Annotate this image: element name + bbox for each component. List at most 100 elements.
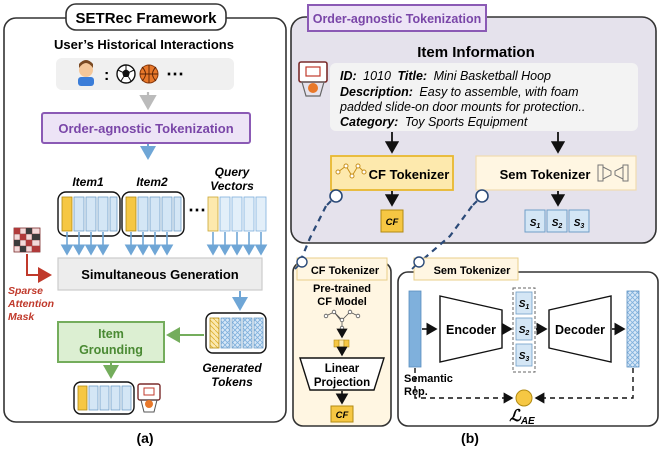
generated-label-2: Tokens: [211, 375, 253, 389]
history-label: User’s Historical Interactions: [54, 37, 234, 52]
item2-token-s1: [137, 196, 149, 232]
tokenization-header: Order-agnostic Tokenization: [313, 12, 482, 26]
item2-label: Item2: [136, 175, 168, 189]
zoom-line-sem: [419, 205, 473, 263]
sem-detail-tab-label: Sem Tokenizer: [434, 265, 512, 277]
gen-token-s4: [253, 317, 264, 349]
history-colon: :: [104, 67, 109, 84]
cf-token-label: CF: [386, 217, 399, 228]
encoder-shape: [439, 295, 503, 363]
item2-group: [121, 191, 185, 237]
cf-token-chip: [380, 209, 404, 233]
query-token-s1: [219, 196, 231, 232]
loss-line-right: [534, 368, 634, 404]
sem-tokenizer-box: [475, 155, 637, 191]
magnifier-icon-cf-tab: [294, 256, 308, 270]
item1-group: [57, 191, 121, 237]
item1-token-cf: [61, 196, 73, 232]
basketball-icon: [139, 64, 159, 84]
query-token-s4: [255, 196, 267, 232]
mask-arrow: [26, 254, 52, 283]
history-ellipsis: ⋯: [166, 64, 184, 84]
basketball-hoop-icon: [137, 383, 161, 413]
loss-label: ℒAE: [509, 408, 535, 427]
zoom-line-cf: [298, 205, 327, 263]
embedding-bar-icon: [333, 339, 350, 348]
autoencoder-icon: [597, 164, 629, 182]
sparse-label-3: Mask: [8, 311, 35, 323]
decoder-shape: [548, 295, 612, 363]
sem-detail-chip-1: [515, 291, 533, 315]
semantic-rep-label-1: Semantic: [404, 373, 453, 385]
gen-token-s1: [220, 317, 231, 349]
cf-detail-token-chip: [330, 405, 354, 423]
caption-a: (a): [136, 430, 153, 446]
order-agnostic-box: [41, 112, 251, 144]
cf-detail-token-label: CF: [336, 410, 349, 421]
out-token-cf: [77, 385, 88, 411]
token-arrows-down: [60, 232, 268, 256]
sem-detail-chip-2: [515, 317, 533, 341]
cf-tokenizer-label: CF Tokenizer: [369, 167, 450, 182]
sem-token-chip-3: [568, 209, 590, 233]
linear-projection-label-1: Linear: [325, 363, 360, 375]
sparse-label-1: Sparse: [8, 285, 43, 297]
generated-label-1: Generated: [202, 361, 262, 375]
magnifier-icon-cf: [326, 189, 343, 206]
item-line-4: Category: Toy Sports Equipment: [340, 115, 528, 129]
cf-model-graph-icon: [323, 309, 361, 331]
basketball-hoop-large-icon: [298, 61, 328, 97]
user-avatar-icon: [78, 60, 94, 86]
decoder-label: Decoder: [555, 323, 605, 337]
sim-gen-label: Simultaneous Generation: [81, 267, 239, 282]
query-token-s2: [231, 196, 243, 232]
sem-detail-tab: [413, 257, 519, 281]
item-grounding-box: [57, 321, 165, 363]
sem-token-1: S1: [530, 218, 541, 230]
out-token-s4: [121, 385, 132, 411]
sem-token-chip-1: [524, 209, 546, 233]
sem-detail-chip-3: [515, 343, 533, 367]
query-token-s3: [243, 196, 255, 232]
cf-detail-tab: [296, 257, 388, 281]
semantic-rep-input: [408, 290, 422, 368]
magnifier-icon-sem: [472, 189, 489, 206]
cf-model-label-1: Pre-trained: [313, 283, 371, 295]
sem-detail-token-1: S1: [519, 299, 530, 311]
tokenization-header-tag: [307, 4, 487, 32]
item1-token-s1: [73, 196, 85, 232]
items-ellipsis: ⋯: [188, 200, 206, 220]
loss-node: [515, 389, 533, 407]
sem-tokenizer-label: Sem Tokenizer: [500, 167, 591, 182]
item2-token-s2: [149, 196, 161, 232]
sem-token-2: S2: [552, 218, 563, 230]
sem-detail-token-3: S3: [519, 351, 530, 363]
magnifier-icon-sem-tab: [411, 256, 425, 270]
out-token-s2: [99, 385, 110, 411]
order-agnostic-label: Order-agnostic Tokenization: [58, 121, 233, 136]
item1-token-s3: [97, 196, 109, 232]
setrec-title-tab: [65, 3, 227, 31]
cf-graph-icon: [335, 163, 367, 179]
caption-b: (b): [461, 430, 479, 446]
cf-model-label-2: CF Model: [317, 296, 367, 308]
cf-detail-tab-label: CF Tokenizer: [311, 265, 380, 277]
sem-token-3: S3: [574, 218, 585, 230]
reconstructed-rep: [626, 290, 640, 368]
item-info-title: Item Information: [417, 44, 535, 61]
soccer-ball-icon: [116, 64, 136, 84]
item2-token-s4: [173, 196, 182, 232]
generated-tokens-group: [205, 312, 267, 354]
gen-token-s2: [231, 317, 242, 349]
item-info-box: [330, 63, 638, 131]
gen-token-s3: [242, 317, 253, 349]
item-line-1: ID: 1010 Title: Mini Basketball Hoop: [340, 69, 551, 83]
setrec-title: SETRec Framework: [76, 10, 218, 27]
encoder-label: Encoder: [446, 323, 496, 337]
sem-detail-token-2: S2: [519, 325, 530, 337]
sparse-label-2: Attention: [7, 298, 54, 310]
query-label-1: Query: [215, 165, 251, 179]
item1-token-s4: [109, 196, 118, 232]
item-line-2: Description: Easy to assemble, with foam: [340, 85, 579, 99]
